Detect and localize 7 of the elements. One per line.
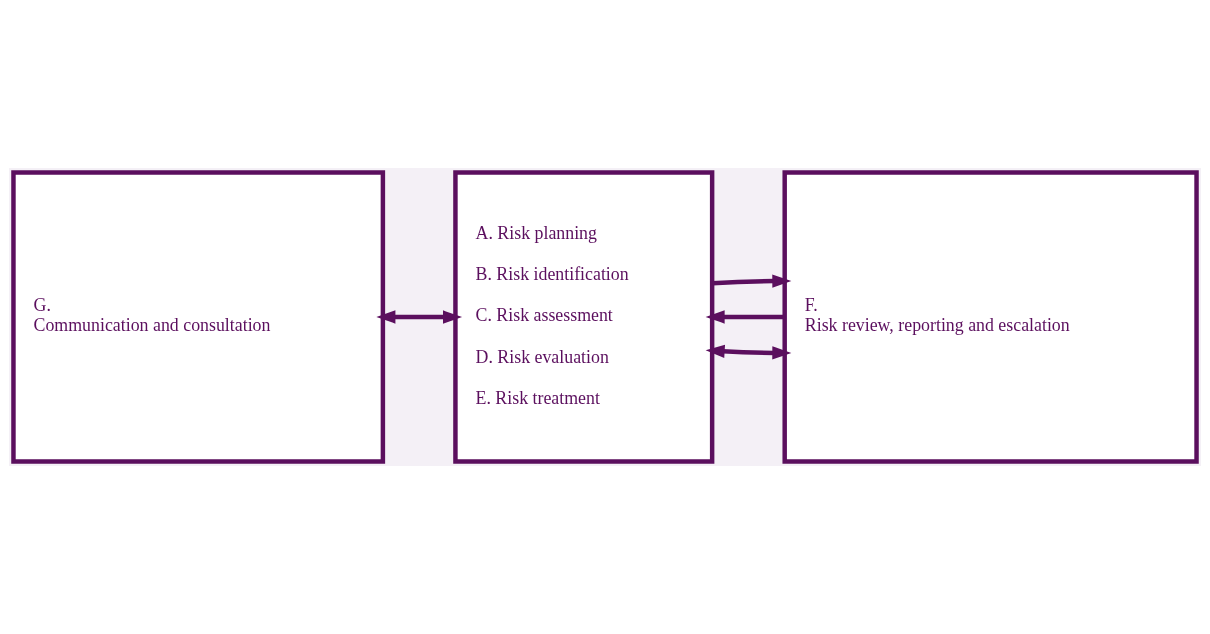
node-box: F. Risk review, reporting and escalation [782, 170, 1199, 464]
arrow [376, 310, 462, 324]
arrow [712, 274, 792, 288]
arrow [705, 310, 785, 324]
node-box: A. Risk planning B. Risk identification C. Risk assessment D. Risk evaluation E. Risk treatment [453, 170, 715, 464]
arrow [705, 344, 792, 360]
node-box: G. Communication and consultation [11, 170, 386, 464]
